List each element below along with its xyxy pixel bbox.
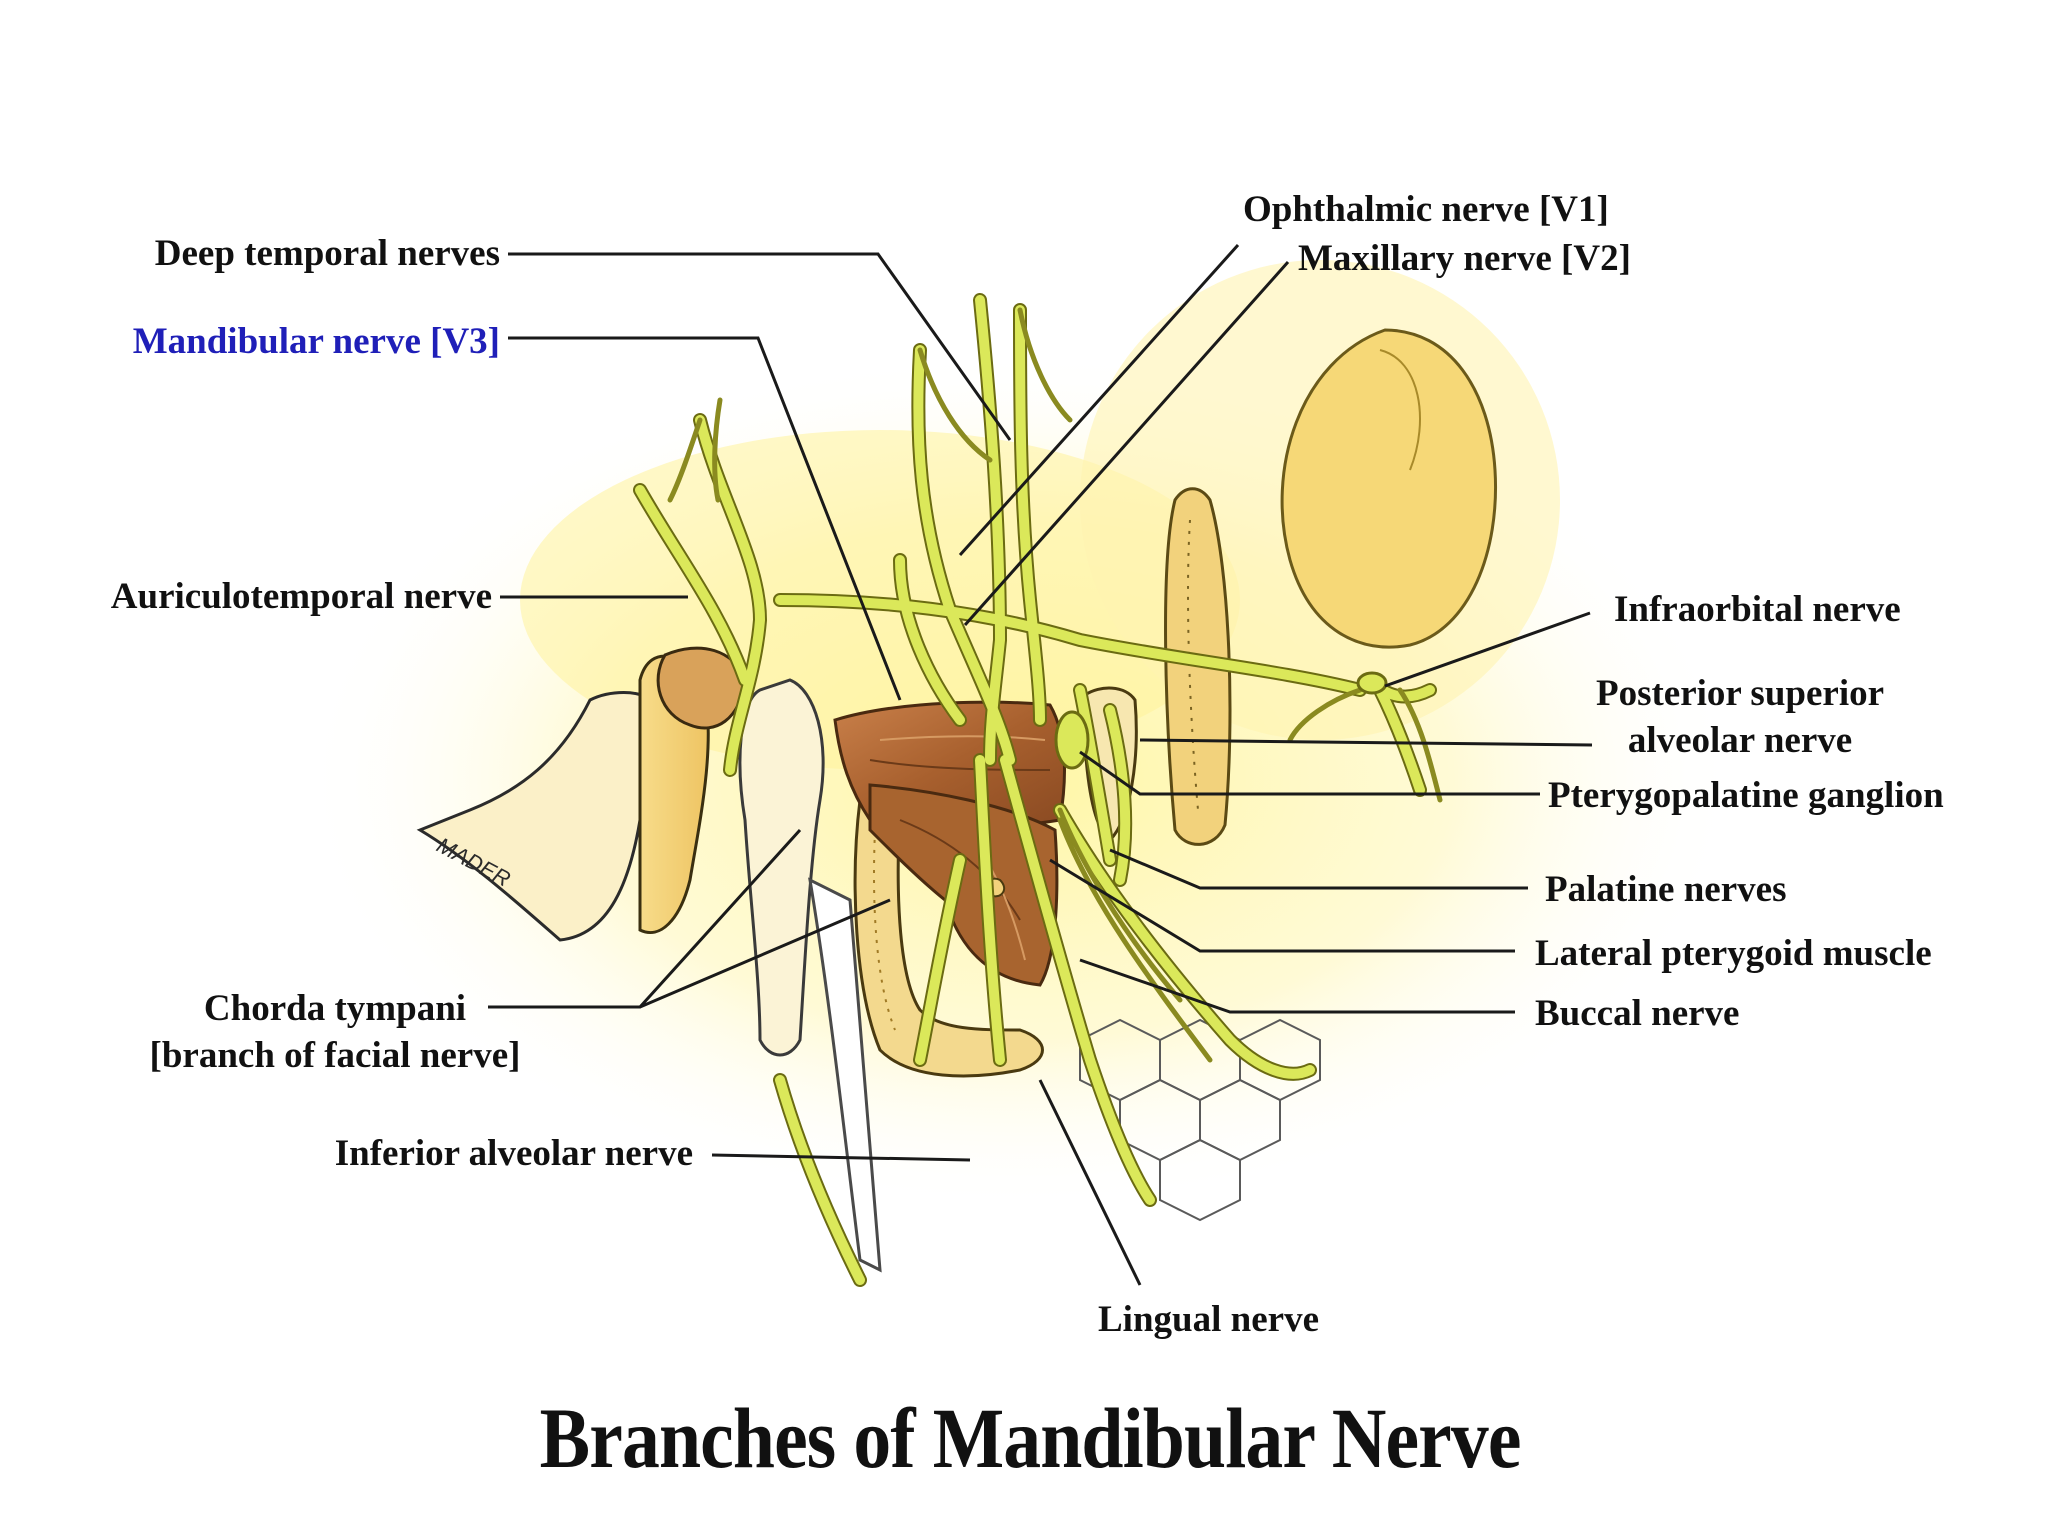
infraorbital-foramen (1356, 671, 1388, 695)
label-deep-temporal-nerves: Deep temporal nerves (154, 233, 500, 274)
leader-palatine (1109, 848, 1528, 890)
label-chorda-tympani: Chorda tympani [branch of facial nerve] (149, 988, 521, 1076)
label-infraorbital-nerve: Infraorbital nerve (1614, 589, 1901, 630)
leader-ophthalmic (958, 243, 1240, 557)
label-buccal-nerve: Buccal nerve (1535, 993, 1740, 1034)
pterygopalatine-ganglion (1054, 710, 1090, 770)
label-palatine-nerves: Palatine nerves (1545, 869, 1787, 910)
leader-lines (488, 243, 1593, 1286)
label-inferior-alveolar-nerve: Inferior alveolar nerve (334, 1133, 693, 1174)
label-mandibular-nerve-v3: Mandibular nerve [V3] (132, 321, 500, 362)
orbit-bone (1280, 328, 1498, 649)
leader-lateral-pterygoid (1049, 858, 1515, 953)
label-lateral-pterygoid-muscle: Lateral pterygoid muscle (1535, 933, 1932, 974)
leader-inferior-alveolar (711, 1153, 971, 1162)
mandible (808, 798, 1044, 1273)
leader-pterygopalatine-ganglion (1079, 750, 1540, 796)
label-posterior-superior-alveolar-nerve: Posterior superior alveolar nerve (1595, 673, 1885, 761)
mandibular-condyle (656, 646, 825, 1057)
label-maxillary-nerve-v2: Maxillary nerve [V2] (1298, 238, 1631, 279)
leader-infraorbital (1384, 611, 1591, 688)
leader-chorda-tympani (488, 828, 891, 1009)
leader-maxillary (963, 261, 1290, 626)
label-auriculotemporal-nerve: Auriculotemporal nerve (110, 576, 492, 617)
nerve-branches (633, 293, 1443, 1287)
leader-mandibular-v3 (508, 336, 902, 701)
label-lingual-nerve: Lingual nerve (1098, 1299, 1319, 1340)
leader-buccal (1079, 958, 1515, 1014)
leader-posterior-superior-alveolar (1139, 738, 1593, 747)
label-pterygopalatine-ganglion: Pterygopalatine ganglion (1548, 775, 1944, 816)
page-title: Branches of Mandibular Nerve (539, 1390, 1522, 1486)
leader-deep-temporal (508, 252, 1012, 441)
leader-lingual (1038, 1079, 1142, 1286)
label-ophthalmic-nerve-v1: Ophthalmic nerve [V1] (1243, 189, 1609, 230)
